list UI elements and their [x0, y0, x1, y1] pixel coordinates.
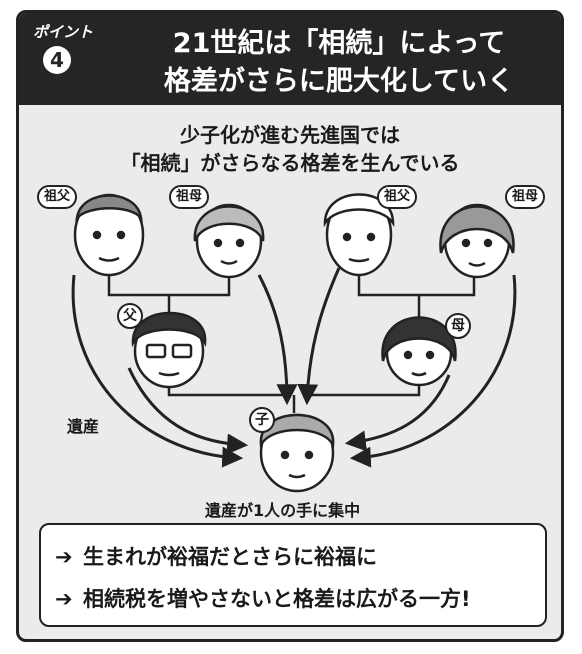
result-line-2-text: 相続税を増やさないと格差は広がる一方!: [83, 587, 471, 611]
family-tree-diagram: [71, 193, 517, 493]
title-line-2: 格差がさらに肥大化していく: [163, 66, 515, 97]
grandfather-left-face: [73, 193, 145, 277]
concentration-label: 遺産が1人の手に集中: [205, 501, 361, 520]
title-line-1: 21世紀は「相続」によって: [172, 28, 506, 59]
inheritance-arrows: [71, 267, 517, 468]
arrow-icon: ➔: [55, 587, 73, 611]
subtitle-line-2: 「相続」がさらなる格差を生んでいる: [120, 151, 460, 175]
faces: [73, 193, 515, 493]
result-line-1: ➔ 生まれが裕福だとさらに裕福に: [55, 541, 377, 571]
child-face: [259, 413, 335, 493]
badge-grandfather-right: 祖父: [377, 185, 418, 209]
grandmother-right-face: [439, 203, 515, 279]
badge-father: 父: [117, 303, 143, 329]
grandmother-left-face: [193, 203, 265, 279]
infographic-frame: ポイント 4 21世紀は「相続」によって 格差がさらに肥大化していく 少子化が進…: [16, 10, 564, 642]
result-box: ➔ 生まれが裕福だとさらに裕福に ➔ 相続税を増やさないと格差は広がる一方!: [39, 523, 547, 627]
badge-mother: 母: [445, 313, 471, 339]
header-bar: ポイント 4 21世紀は「相続」によって 格差がさらに肥大化していく: [19, 13, 561, 105]
badge-child: 子: [249, 407, 275, 433]
badge-grandfather-left: 祖父: [37, 185, 78, 209]
mother-face: [381, 316, 457, 387]
point-label: ポイント: [33, 23, 94, 41]
arrow-icon: ➔: [55, 545, 73, 569]
grandfather-right-face: [323, 193, 395, 277]
badge-grandmother-left: 祖母: [169, 185, 210, 209]
inheritance-label: 遺産: [67, 417, 100, 436]
result-line-2: ➔ 相続税を増やさないと格差は広がる一方!: [55, 583, 471, 613]
badge-grandmother-right: 祖母: [505, 185, 546, 209]
result-line-1-text: 生まれが裕福だとさらに裕福に: [83, 545, 377, 569]
father-face: [131, 311, 207, 389]
subtitle-line-1: 少子化が進む先進国では: [180, 123, 400, 147]
point-number-badge: 4: [43, 46, 71, 74]
